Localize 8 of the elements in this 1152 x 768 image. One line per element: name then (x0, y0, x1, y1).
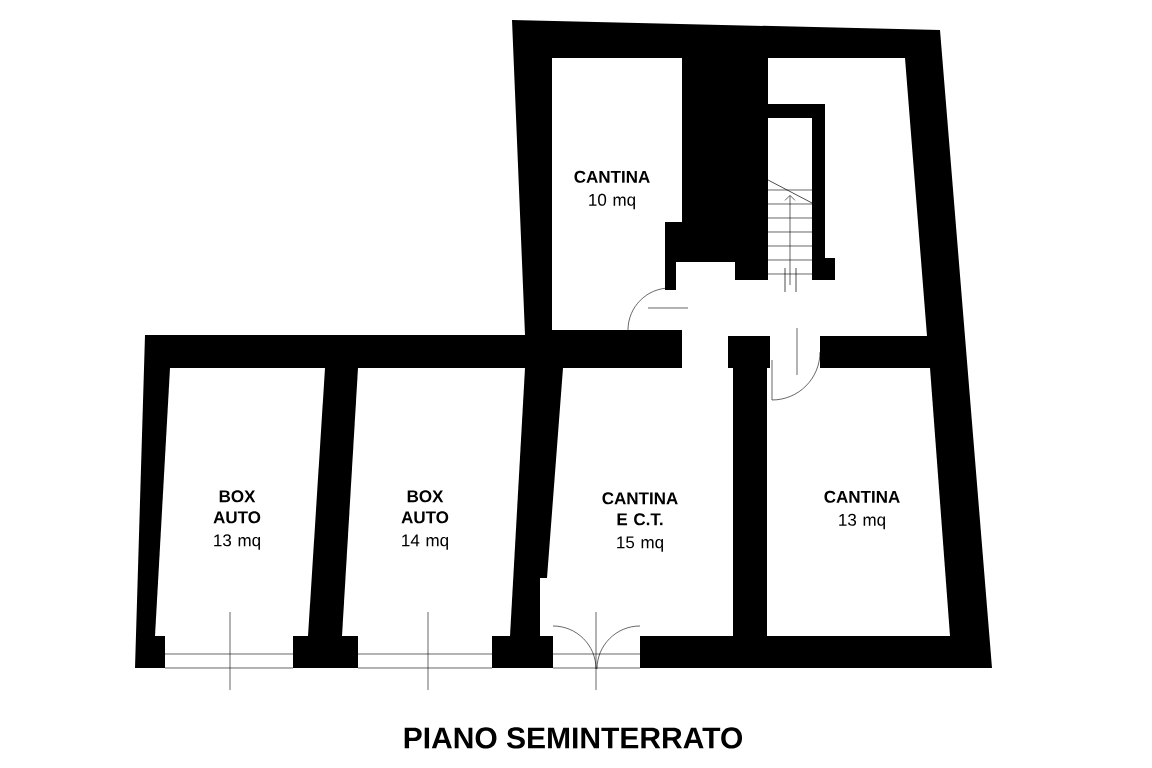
node-label: 14 mq (402, 534, 449, 550)
node-label: BOX AUTO (213, 490, 261, 524)
room: CANTINA 13 mq (767, 368, 950, 636)
room: CANTINA 10 mq (552, 58, 682, 330)
node-label: 13 mq (214, 534, 261, 550)
node-label: BOX AUTO (401, 490, 449, 524)
title: PIANO SEMINTERRATO (404, 727, 743, 749)
room: CANTINA E C.T. 15 mq (540, 368, 733, 636)
